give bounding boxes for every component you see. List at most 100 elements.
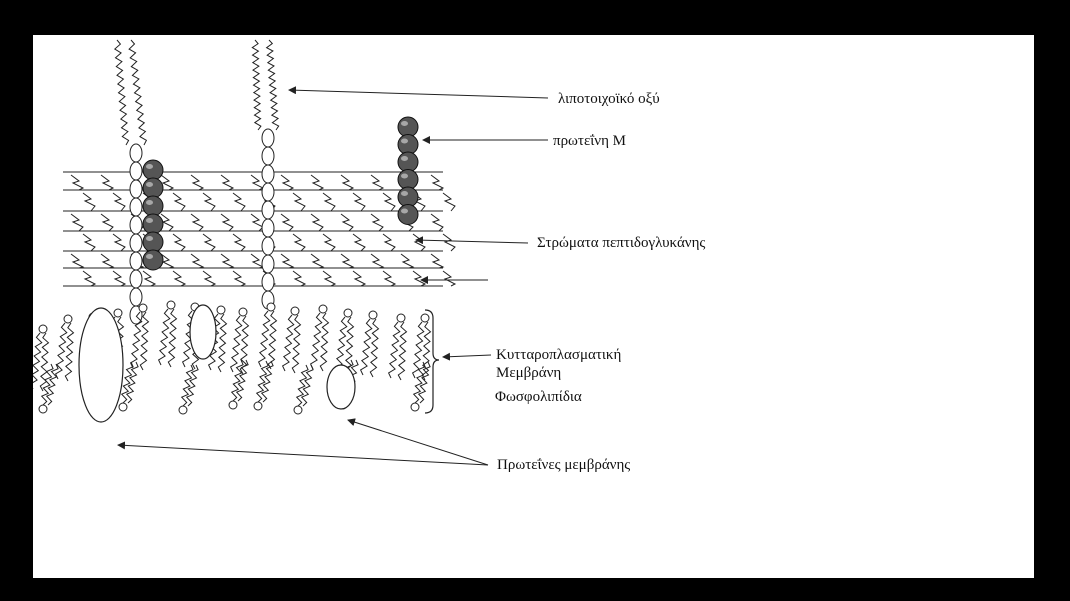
sphere-highlight [146, 164, 153, 169]
label-phospholipids: Φωσφολιπίδια [495, 388, 582, 406]
sphere-highlight [146, 218, 153, 223]
phospholipid-head [291, 307, 299, 315]
cross-link [143, 271, 155, 286]
cross-link [233, 234, 245, 251]
lipid-tail [414, 362, 425, 403]
cross-link [353, 271, 365, 286]
cross-link [323, 234, 335, 251]
cross-link [353, 193, 365, 211]
cross-link [71, 214, 83, 231]
lipid-tail [237, 360, 248, 401]
label-lipoteichoic-acid: λιποτοιχοϊκό οξύ [558, 90, 660, 108]
cross-link [191, 214, 203, 231]
phospholipid-head [397, 314, 405, 322]
phospholipid-head [239, 308, 247, 316]
lipid-tail [422, 322, 430, 380]
cross-link [383, 234, 395, 251]
lta-oval [130, 216, 142, 234]
cross-link [203, 234, 215, 251]
protein-m-sphere [143, 214, 163, 234]
lipid-tail [168, 309, 176, 367]
label-peptidoglycan-layers: Στρώματα πεπτιδογλυκάνης [537, 234, 705, 252]
lta-oval [262, 165, 274, 183]
label-cytoplasmic-membrane-1: Κυτταροπλασματική [496, 346, 621, 364]
phospholipid-head [229, 401, 237, 409]
lipid-tail [257, 361, 268, 402]
phospholipid-head [319, 305, 327, 313]
cross-link [281, 214, 293, 231]
cross-link [221, 254, 233, 268]
cross-link [293, 193, 305, 211]
membrane-protein [79, 308, 123, 422]
phospholipid-head [254, 402, 262, 410]
cross-link [221, 175, 233, 190]
lipid-tail [389, 322, 400, 378]
sphere-highlight [401, 209, 408, 214]
lipid-tail [33, 333, 42, 389]
lta-oval [130, 198, 142, 216]
lipid-tail [159, 309, 170, 365]
cross-link [311, 175, 323, 190]
arrow-peptidoglycan [416, 240, 528, 243]
cross-link [101, 254, 113, 268]
cross-link [371, 214, 383, 231]
lipid-tail [56, 323, 67, 379]
sphere-highlight [146, 182, 153, 187]
phospholipid-head [179, 406, 187, 414]
cross-link [413, 271, 425, 286]
sphere-highlight [401, 121, 408, 126]
lipid-tail [302, 365, 313, 406]
lipid-tail [297, 365, 308, 406]
lipid-tail [398, 322, 406, 380]
membrane-brace [425, 310, 439, 413]
cross-link [323, 193, 335, 211]
lipid-tail [47, 364, 58, 405]
lta-strand [115, 40, 129, 145]
lipid-tail [231, 316, 242, 372]
cross-link [113, 234, 125, 251]
protein-m-sphere [143, 250, 163, 270]
lta-oval [262, 237, 274, 255]
lta-strand [252, 40, 261, 130]
cross-link [371, 175, 383, 190]
cross-link [113, 193, 125, 211]
protein-m-sphere [143, 232, 163, 252]
cross-link [323, 271, 335, 286]
lipid-tail [182, 365, 193, 406]
cross-link [401, 254, 413, 268]
phospholipid-head [421, 314, 429, 322]
cross-link [413, 234, 425, 251]
cross-link [71, 175, 83, 190]
lipid-tail [370, 319, 378, 377]
phospholipid-head [369, 311, 377, 319]
membrane-protein [327, 365, 355, 409]
cell-wall-diagram [33, 35, 1034, 578]
cross-link [383, 271, 395, 286]
phospholipid-head [39, 405, 47, 413]
phospholipid-membrane [33, 301, 439, 422]
cross-link [353, 234, 365, 251]
lta-oval [262, 255, 274, 273]
cross-link [173, 271, 185, 286]
lta-oval [130, 180, 142, 198]
lipid-tail [311, 313, 322, 369]
cross-link [233, 271, 245, 286]
cross-link [341, 254, 353, 268]
lta-oval [130, 288, 142, 306]
lta-strand [267, 40, 279, 130]
phospholipid-head [344, 309, 352, 317]
membrane-protein [190, 305, 216, 359]
cross-link [311, 254, 323, 268]
lipid-tail [187, 365, 198, 406]
protein-m-sphere [398, 205, 418, 225]
cross-link [83, 193, 95, 211]
lipid-tail [292, 315, 300, 373]
lta-strand [129, 40, 146, 145]
cross-link [443, 271, 455, 286]
cross-link [203, 271, 215, 286]
arrow-lipoteichoic-acid [289, 90, 548, 98]
cross-link [71, 254, 83, 268]
sphere-highlight [146, 254, 153, 259]
lipid-tail [259, 311, 270, 367]
phospholipid-head [39, 325, 47, 333]
